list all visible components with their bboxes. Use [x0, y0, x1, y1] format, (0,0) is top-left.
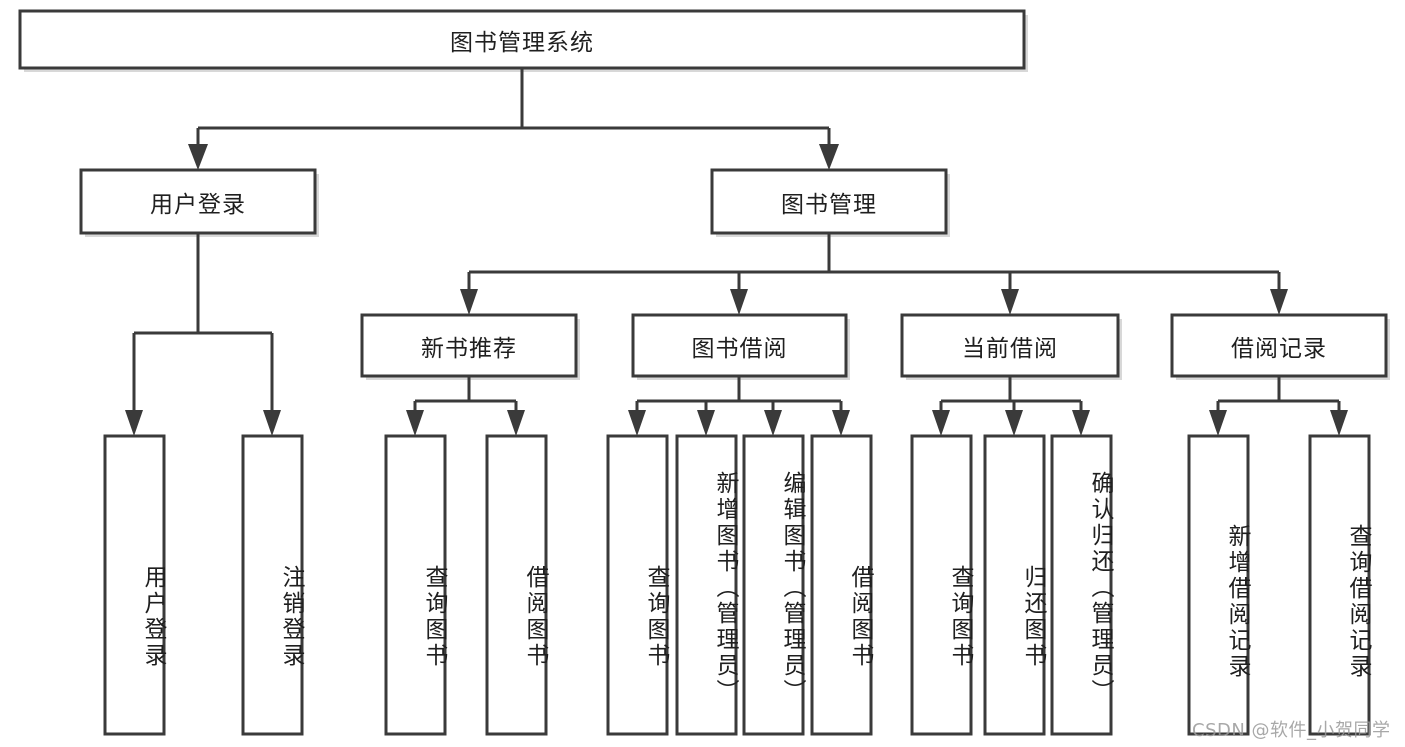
arrowhead-leaf-add-record: [1209, 410, 1227, 436]
node-leaf-borrow-book-1[interactable]: [485, 434, 548, 736]
arrowhead-leaf-user-login: [125, 410, 143, 436]
arrowhead-leaf-query-record: [1330, 410, 1348, 436]
node-leaf-query-book-2[interactable]: [606, 434, 669, 736]
node-leaf-query-record[interactable]: [1308, 434, 1371, 736]
arrowhead-leaf-add-book: [697, 410, 715, 436]
node-borrow-record[interactable]: [1170, 313, 1388, 378]
arrowhead-leaf-confirm-return: [1072, 410, 1090, 436]
arrowhead-leaf-borrow-book-2: [832, 410, 850, 436]
csdn-watermark: CSDN @软件_小贺同学: [1192, 720, 1391, 741]
node-leaf-borrow-book-2[interactable]: [810, 434, 873, 736]
node-leaf-add-record[interactable]: [1187, 434, 1250, 736]
arrowhead-leaf-logout: [263, 410, 281, 436]
arrowhead-leaf-borrow-book-1: [507, 410, 525, 436]
arrowhead-leaf-query-book-2: [628, 410, 646, 436]
node-leaf-add-book[interactable]: [675, 434, 738, 736]
arrowhead-leaf-query-book-1: [406, 410, 424, 436]
arrowhead-current-borrow: [1001, 289, 1019, 315]
node-leaf-query-book-1[interactable]: [384, 434, 447, 736]
node-leaf-return-book[interactable]: [983, 434, 1046, 736]
arrowhead-leaf-query-book-3: [932, 410, 950, 436]
node-leaf-query-book-3[interactable]: [910, 434, 973, 736]
arrowhead-leaf-return-book: [1005, 410, 1023, 436]
arrowhead-new-book-rec: [460, 289, 478, 315]
node-rects: [18, 9, 1388, 736]
arrowhead-leaf-edit-book: [764, 410, 782, 436]
node-current-borrow[interactable]: [900, 313, 1120, 378]
node-book-manage[interactable]: [710, 168, 948, 235]
arrowhead-book-borrow: [730, 289, 748, 315]
connectors: [125, 68, 1348, 436]
node-leaf-edit-book[interactable]: [742, 434, 805, 736]
node-leaf-user-login[interactable]: [103, 434, 166, 736]
arrowhead-borrow-record: [1270, 289, 1288, 315]
node-new-book-rec[interactable]: [360, 313, 578, 378]
node-leaf-confirm-return[interactable]: [1050, 434, 1113, 736]
node-root[interactable]: [18, 9, 1026, 70]
node-leaf-logout[interactable]: [241, 434, 304, 736]
arrowhead-book-manage: [819, 144, 839, 170]
arrowhead-user-login: [188, 144, 208, 170]
node-user-login[interactable]: [79, 168, 317, 235]
node-book-borrow[interactable]: [631, 313, 848, 378]
